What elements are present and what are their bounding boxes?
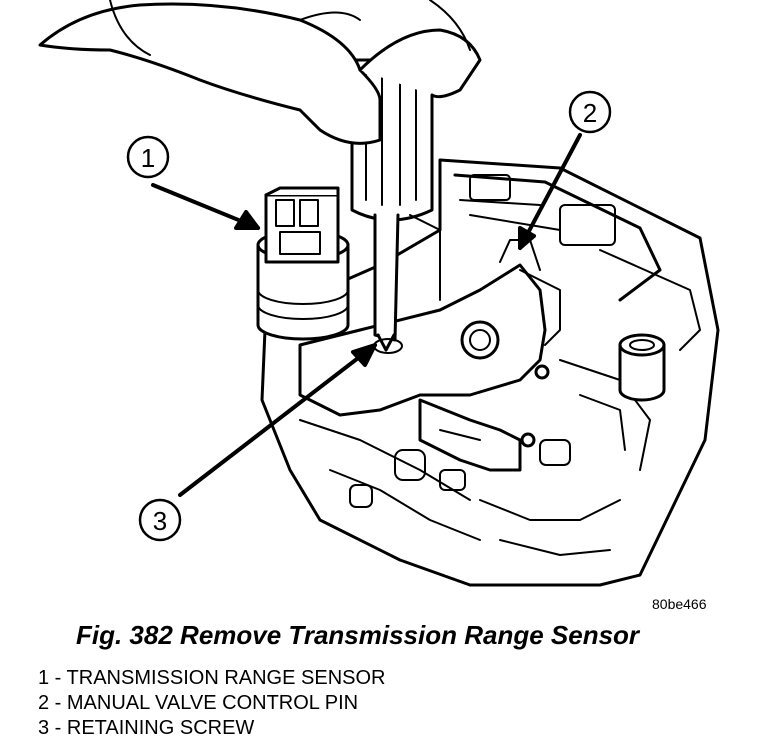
- image-code: 80be466: [652, 596, 707, 612]
- callout-2-label: 2: [583, 98, 597, 128]
- transmission-valve-body-illustration: 1 2 3: [38, 0, 720, 587]
- callout-2: 2: [568, 90, 612, 134]
- leader-lines: [151, 133, 582, 497]
- callout-1: 1: [126, 135, 170, 179]
- manual-valve-lever: [298, 239, 561, 417]
- control-pin-bracket: [418, 398, 536, 472]
- legend-item-2: 2 - MANUAL VALVE CONTROL PIN: [38, 692, 359, 714]
- legend-item-3: 3 - RETAINING SCREW: [38, 717, 255, 739]
- callout-1-label: 1: [141, 143, 155, 173]
- legend-item-1: 1 - TRANSMISSION RANGE SENSOR: [38, 667, 386, 689]
- range-sensor: [256, 186, 350, 341]
- legend: 1 - TRANSMISSION RANGE SENSOR 2 - MANUAL…: [38, 666, 385, 741]
- hand: [38, 0, 482, 145]
- callout-3: 3: [138, 498, 182, 542]
- callout-3-label: 3: [153, 506, 167, 536]
- figure-caption: Fig. 382 Remove Transmission Range Senso…: [76, 620, 640, 650]
- valve-boss: [618, 333, 666, 402]
